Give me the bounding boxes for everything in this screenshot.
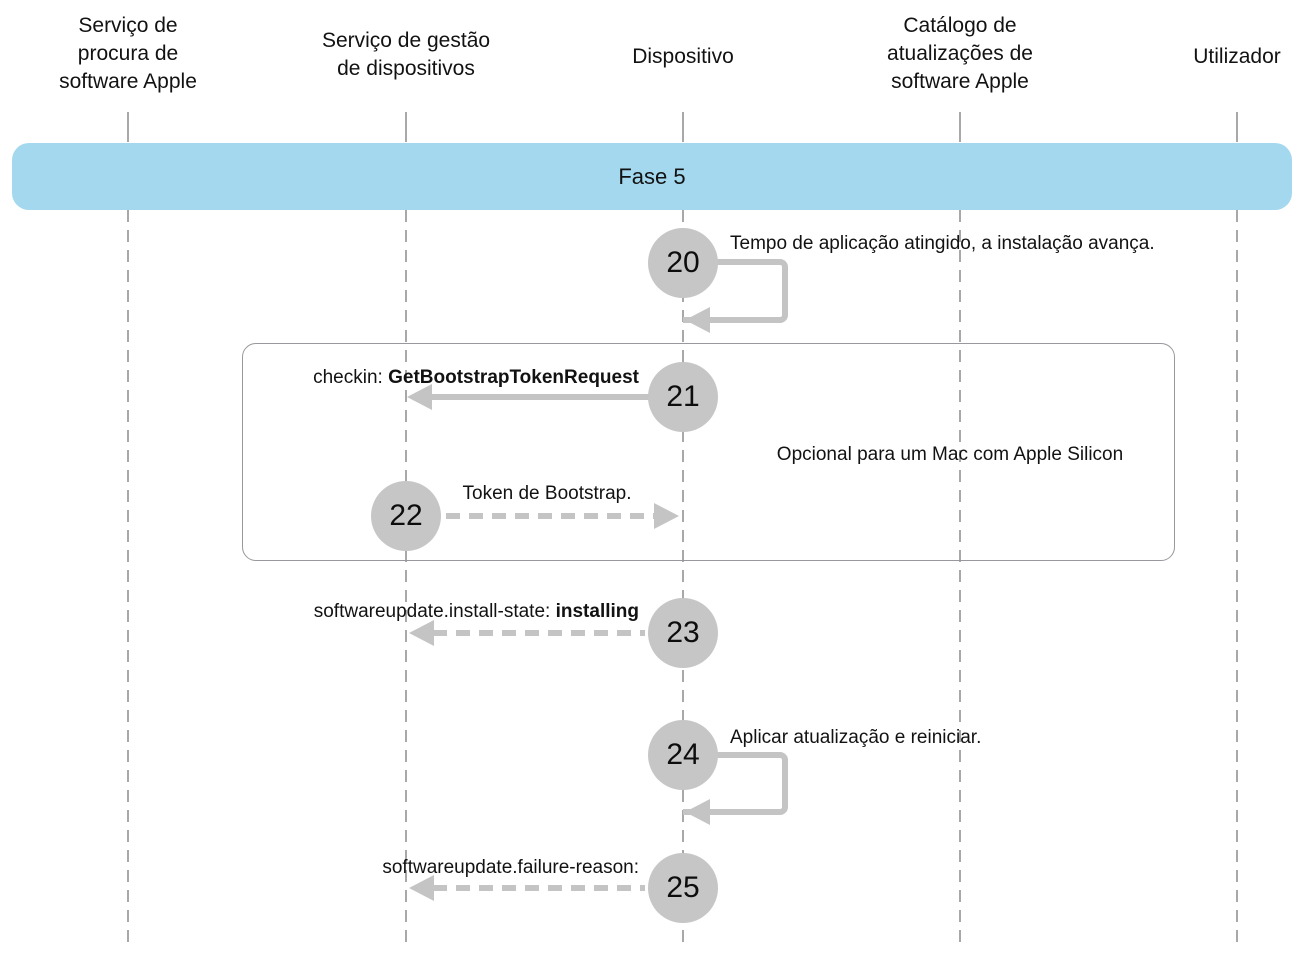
message-arrow-25: [433, 885, 645, 891]
arrowhead-left-icon: [407, 384, 432, 410]
step-number: 20: [666, 246, 700, 279]
lifeline-stub-mdm-service: [405, 112, 407, 142]
step-circle-21: 21: [648, 362, 718, 432]
message-label-20: Tempo de aplicação atingido, a instalaçã…: [730, 233, 1155, 254]
self-loop-arrow-20: [683, 259, 788, 323]
arrowhead-left-icon: [685, 799, 710, 825]
arrowhead-left-icon: [409, 620, 434, 646]
phase-banner-label: Fase 5: [618, 163, 686, 189]
lifeline-header-mdm-service: Serviço de gestão de dispositivos: [321, 29, 491, 80]
lifeline-mdm-service: [405, 210, 407, 948]
message-label-21: checkin: GetBootstrapTokenRequest: [313, 367, 639, 388]
lifeline-user: [1236, 210, 1238, 948]
lifeline-apple-software-lookup: [127, 210, 129, 948]
lifeline-update-catalog: [959, 210, 961, 948]
step-number: 21: [666, 380, 700, 413]
message-label-25: softwareupdate.failure-reason:: [382, 857, 639, 878]
step-number: 25: [666, 871, 700, 904]
step-number: 23: [666, 616, 700, 649]
arrowhead-left-icon: [409, 875, 434, 901]
message-label-22: Token de Bootstrap.: [462, 483, 632, 504]
self-loop-arrow-24: [683, 752, 788, 815]
step-circle-23: 23: [648, 598, 718, 668]
step-circle-20: 20: [648, 228, 718, 298]
lifeline-header-user: Utilizador: [1193, 45, 1281, 68]
message-label-23: softwareupdate.install-state: installing: [313, 601, 639, 622]
step-circle-22: 22: [371, 481, 441, 551]
message-arrow-21: [428, 394, 650, 400]
message-label-24: Aplicar atualização e reiniciar.: [730, 727, 982, 748]
message-arrow-22: [446, 513, 654, 519]
optional-group-label: Opcional para um Mac com Apple Silicon: [776, 444, 1124, 465]
step-circle-25: 25: [648, 853, 718, 923]
lifeline-stub-update-catalog: [959, 112, 961, 142]
optional-group-box: [242, 343, 1175, 561]
phase-banner: Fase 5: [12, 143, 1292, 210]
lifeline-header-update-catalog: Catálogo de atualizações de software App…: [887, 14, 1033, 93]
lifeline-header-device: Dispositivo: [632, 45, 734, 68]
step-number: 24: [666, 738, 700, 771]
lifeline-device: [682, 210, 684, 948]
arrowhead-right-icon: [654, 503, 679, 529]
lifeline-stub-apple-software-lookup: [127, 112, 129, 142]
step-circle-24: 24: [648, 720, 718, 790]
step-number: 22: [389, 499, 423, 532]
lifeline-header-apple-software-lookup: Serviço de procura de software Apple: [59, 14, 197, 93]
lifeline-stub-device: [682, 112, 684, 142]
message-arrow-23: [433, 630, 645, 636]
arrowhead-left-icon: [685, 307, 710, 333]
lifeline-stub-user: [1236, 112, 1238, 142]
